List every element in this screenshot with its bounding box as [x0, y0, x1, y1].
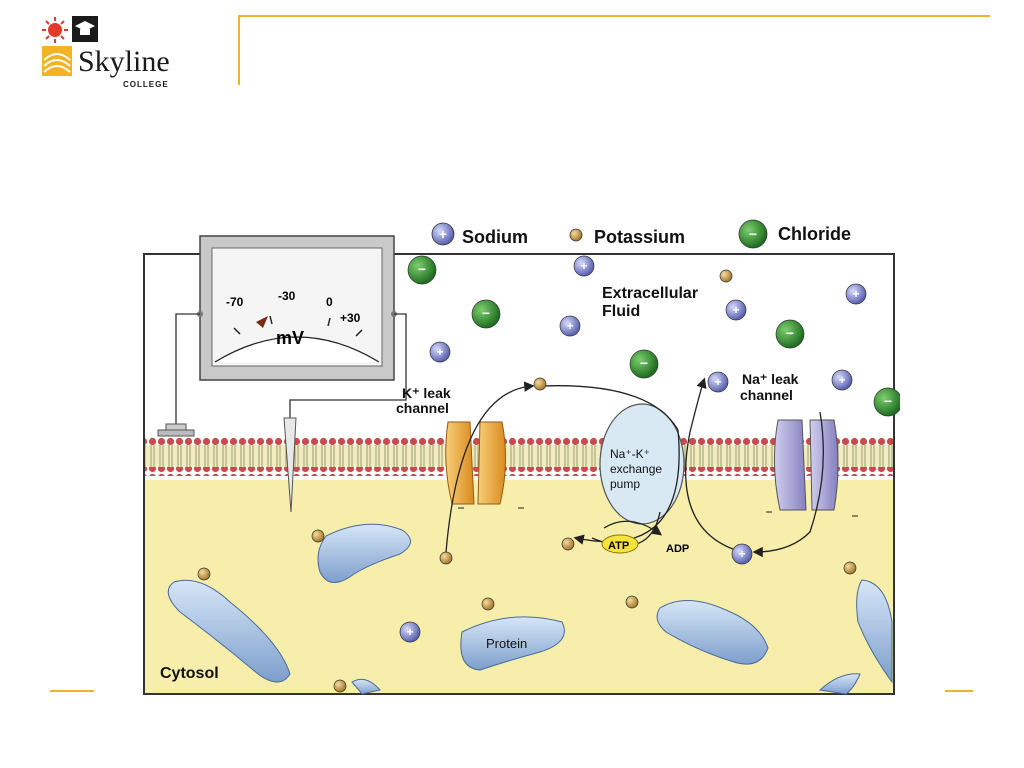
footer-rule-left [50, 690, 94, 692]
chloride-ion-icon: − [407, 255, 437, 285]
sun-icon [42, 16, 68, 43]
svg-text:+: + [436, 345, 443, 359]
ground-electrode [157, 423, 195, 437]
potassium-ion-icon [481, 597, 495, 611]
legend-potassium-icon [569, 228, 583, 242]
membrane-potential-diagram: + Sodium Potassium − Chloride -70 -30 0 … [130, 212, 903, 702]
svg-text:+: + [714, 375, 721, 389]
extracellular-label: Extracellular Fluid [602, 285, 703, 320]
svg-text:−: − [640, 355, 648, 371]
chloride-ion-icon: − [471, 299, 501, 329]
svg-text:−: − [786, 325, 794, 341]
cell-membrane [145, 436, 893, 476]
svg-text:+: + [406, 625, 413, 639]
k-leak-channel [445, 421, 524, 509]
svg-text:−: − [749, 226, 757, 242]
skyline-college-logo [42, 16, 192, 92]
ion-flow-arrows [445, 377, 824, 558]
legend-sodium-icon: + [431, 222, 455, 246]
svg-text:+: + [580, 259, 587, 273]
sodium-ion-icon: + [725, 299, 747, 321]
logo-subtitle: COLLEGE [123, 80, 169, 89]
sodium-ion-icon: + [845, 283, 867, 305]
meter-wires [175, 313, 407, 424]
svg-text:+: + [566, 319, 573, 333]
legend-chloride-icon: − [738, 219, 768, 249]
legend-potassium-label: Potassium [594, 227, 685, 247]
chloride-ion-icon: − [629, 349, 659, 379]
svg-text:+: + [732, 303, 739, 317]
svg-text:+: + [439, 226, 447, 242]
meter-needle [256, 316, 268, 328]
chloride-ion-icon: − [873, 387, 903, 417]
svg-text:+: + [852, 287, 859, 301]
svg-text:−: − [418, 261, 426, 277]
svg-text:−: − [482, 305, 490, 321]
sodium-ion-icon: + [429, 341, 451, 363]
meter-tick-0: 0 [326, 295, 333, 309]
meter-tick-neg30: -30 [278, 289, 296, 303]
sodium-ion-icon: + [731, 543, 753, 565]
potassium-ion-icon [561, 537, 575, 551]
meter-unit: mV [276, 328, 304, 348]
sodium-ion-icon: + [399, 621, 421, 643]
na-leak-label: Na⁺ leak channel [740, 371, 802, 403]
meter-tick-pos30: +30 [340, 311, 361, 325]
sodium-ion-icon: + [707, 371, 729, 393]
adp-label: ADP [666, 543, 689, 555]
potassium-ion-icon [439, 551, 453, 565]
cytosol-label: Cytosol [160, 665, 219, 682]
na-leak-channel [766, 419, 858, 517]
atp-badge [601, 534, 639, 554]
sodium-ion-icon: + [831, 369, 853, 391]
meter-tick-neg70: -70 [226, 295, 244, 309]
pump-label: Na⁺-K⁺ exchange pump [610, 447, 665, 491]
protein-molecules [167, 523, 893, 695]
potassium-ion-icon [197, 567, 211, 581]
potassium-ion-icon [625, 595, 639, 609]
skyline-mark-icon [42, 46, 72, 76]
sodium-ion-icon: + [559, 315, 581, 337]
potassium-ion-icon [311, 529, 325, 543]
potassium-ion-icon [333, 679, 347, 693]
ion-particles: + + + + + + + + + − − − − − [197, 255, 903, 693]
legend: + Sodium Potassium − Chloride [431, 219, 851, 249]
protein-label: Protein [486, 636, 527, 651]
svg-text:+: + [838, 373, 845, 387]
svg-text:+: + [738, 547, 745, 561]
voltmeter: -70 -30 0 +30 mV [197, 235, 397, 381]
legend-sodium-label: Sodium [462, 227, 528, 247]
potassium-ion-icon [533, 377, 547, 391]
header-rule-horizontal [238, 15, 990, 17]
logo-wordmark: Skyline [78, 45, 170, 78]
microelectrode [283, 417, 297, 513]
graduation-cap-icon [72, 16, 98, 42]
header-rule-vertical [238, 15, 240, 85]
k-leak-label: K⁺ leak channel [396, 385, 455, 416]
chloride-ion-icon: − [775, 319, 805, 349]
legend-chloride-label: Chloride [778, 224, 851, 244]
potassium-ion-icon [843, 561, 857, 575]
footer-rule-right [945, 690, 973, 692]
atp-label: ATP [608, 540, 629, 552]
potassium-ion-icon [719, 269, 733, 283]
svg-text:−: − [884, 393, 892, 409]
sodium-ion-icon: + [573, 255, 595, 277]
